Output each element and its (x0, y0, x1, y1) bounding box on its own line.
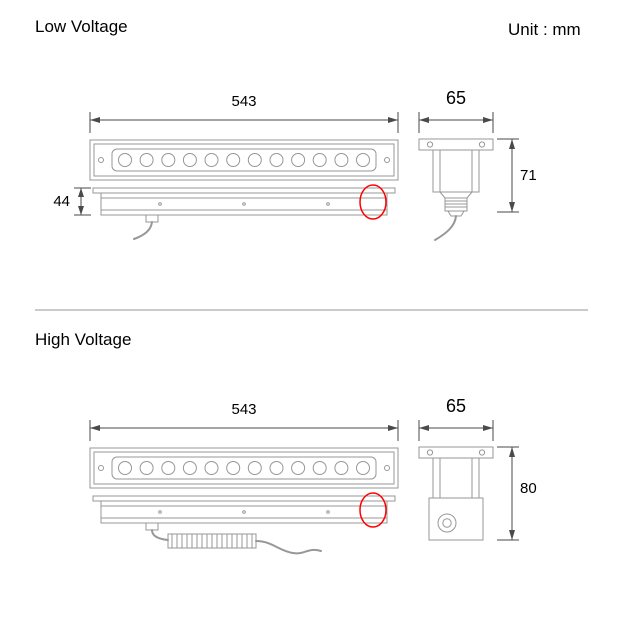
low-dim-height-label: 71 (520, 167, 537, 184)
driver-input-cable (151, 529, 169, 541)
low-front-view (89, 139, 399, 181)
high-dim-width (418, 420, 494, 441)
high-highlight-circle (359, 492, 387, 528)
high-dim-height (497, 446, 519, 541)
high-end-view (418, 446, 494, 541)
high-front-view (89, 447, 399, 489)
low-dim-body-height (74, 187, 91, 216)
low-dim-length-label: 543 (231, 93, 257, 110)
high-led-array (118, 461, 370, 475)
low-highlight-circle (359, 184, 387, 220)
power-cable (133, 221, 153, 240)
low-dim-length (89, 112, 399, 133)
screw-icon (426, 141, 434, 148)
conduit-entry-icon (437, 513, 457, 533)
low-dim-body-height-label: 44 (53, 193, 70, 210)
high-voltage-title: High Voltage (35, 330, 132, 349)
screw-icon (384, 157, 390, 163)
unit-label: Unit : mm (508, 20, 581, 39)
power-cable (255, 540, 322, 555)
high-dim-width-label: 65 (445, 396, 467, 416)
low-dim-width-label: 65 (445, 88, 467, 108)
high-dim-length (89, 420, 399, 441)
cable-gland (145, 522, 159, 531)
low-dim-width (418, 112, 494, 133)
low-end-view (418, 138, 494, 241)
screw-icon (384, 465, 390, 471)
low-dim-height (497, 138, 519, 213)
screw-icon (478, 449, 486, 456)
high-driver-box-hatch (171, 534, 253, 548)
cable-gland (145, 214, 159, 223)
driver-box (167, 533, 257, 549)
screw-icon (426, 449, 434, 456)
high-dim-height-label: 80 (520, 480, 537, 497)
junction-box (428, 497, 484, 541)
low-side-view (92, 187, 396, 240)
screw-icon (98, 465, 104, 471)
high-side-view (92, 495, 396, 555)
high-dim-length-label: 543 (231, 401, 257, 418)
power-cable (434, 215, 457, 241)
conduit-entry-icon (442, 518, 452, 528)
screw-icon (478, 141, 486, 148)
low-led-array (118, 153, 370, 167)
screw-icon (98, 157, 104, 163)
low-voltage-title: Low Voltage (35, 17, 128, 36)
threaded-gland (444, 197, 468, 212)
